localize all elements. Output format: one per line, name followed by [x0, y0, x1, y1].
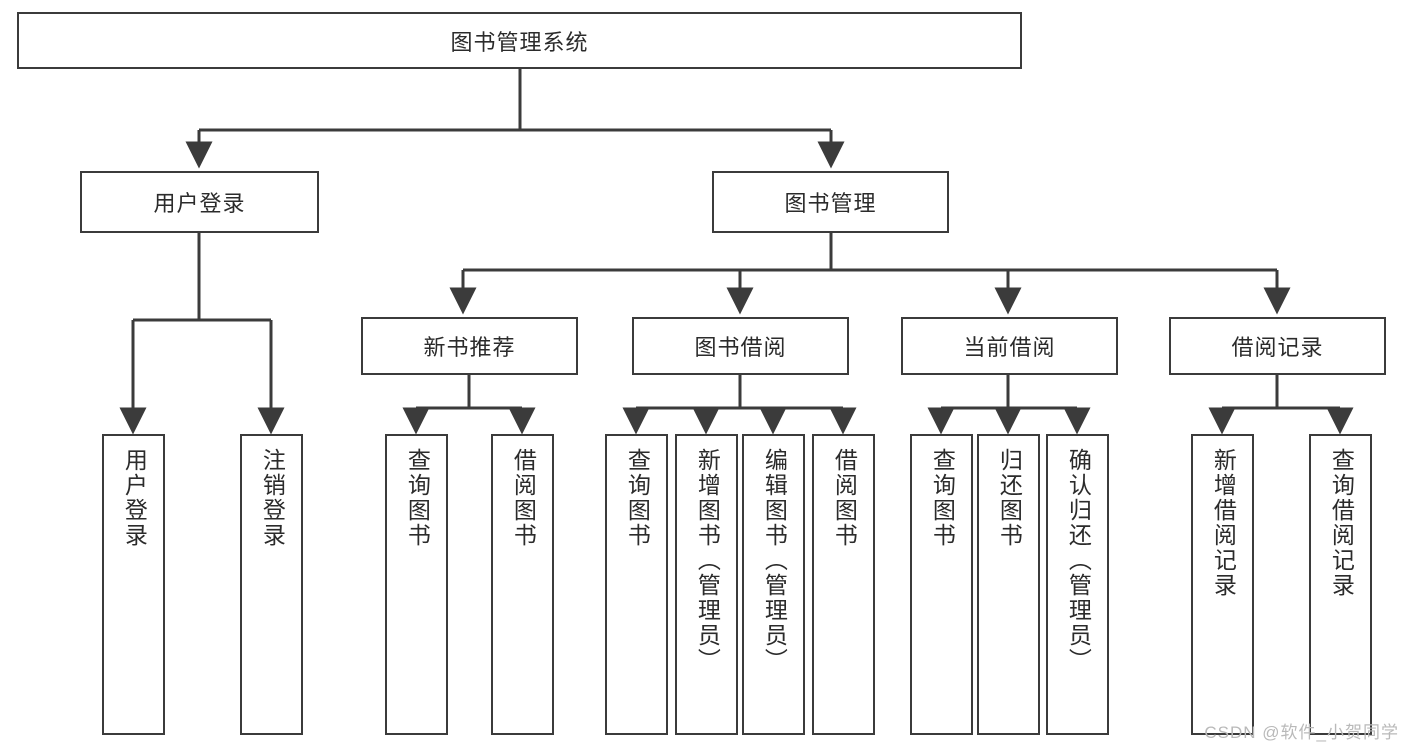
node-user-login-label: 用户登录: [153, 191, 246, 216]
node-leaf-add-record-label: 新增借阅记录: [1210, 448, 1237, 598]
node-new-book-recommend[interactable]: 新书推荐: [361, 317, 578, 375]
node-book-manage[interactable]: 图书管理: [712, 171, 949, 233]
node-leaf-user-login[interactable]: 用户登录: [102, 434, 165, 735]
node-current-borrow-label: 当前借阅: [963, 335, 1056, 360]
node-leaf-query-record[interactable]: 查询借阅记录: [1309, 434, 1372, 735]
node-leaf-add-book-label: 新增图书（管理员）: [694, 448, 721, 673]
node-user-login[interactable]: 用户登录: [80, 171, 319, 233]
node-leaf-return-book[interactable]: 归还图书: [977, 434, 1040, 735]
node-root[interactable]: 图书管理系统: [17, 12, 1022, 69]
node-leaf-query-book-1-label: 查询图书: [404, 448, 431, 548]
node-leaf-query-book-2[interactable]: 查询图书: [605, 434, 668, 735]
node-leaf-borrow-book-1-label: 借阅图书: [510, 448, 537, 548]
node-leaf-user-login-label: 用户登录: [121, 448, 148, 548]
node-leaf-query-book-3[interactable]: 查询图书: [910, 434, 973, 735]
node-book-manage-label: 图书管理: [784, 191, 877, 216]
node-leaf-query-book-2-label: 查询图书: [624, 448, 651, 548]
node-borrow-record-label: 借阅记录: [1231, 335, 1324, 360]
node-book-borrow[interactable]: 图书借阅: [632, 317, 849, 375]
node-leaf-edit-book[interactable]: 编辑图书（管理员）: [742, 434, 805, 735]
node-leaf-confirm-return[interactable]: 确认归还（管理员）: [1046, 434, 1109, 735]
node-leaf-logout-login[interactable]: 注销登录: [240, 434, 303, 735]
watermark-text: CSDN @软件_小贺同学: [1204, 723, 1399, 742]
node-leaf-edit-book-label: 编辑图书（管理员）: [761, 448, 788, 673]
node-leaf-confirm-return-label: 确认归还（管理员）: [1065, 448, 1092, 673]
node-leaf-borrow-book-2-label: 借阅图书: [831, 448, 858, 548]
node-leaf-return-book-label: 归还图书: [996, 448, 1023, 548]
node-root-label: 图书管理系统: [450, 29, 589, 55]
node-borrow-record[interactable]: 借阅记录: [1169, 317, 1386, 375]
node-leaf-query-record-label: 查询借阅记录: [1328, 448, 1355, 598]
node-book-borrow-label: 图书借阅: [694, 335, 787, 360]
node-new-book-recommend-label: 新书推荐: [423, 335, 516, 360]
node-leaf-borrow-book-2[interactable]: 借阅图书: [812, 434, 875, 735]
node-leaf-query-book-3-label: 查询图书: [929, 448, 956, 548]
node-leaf-add-record[interactable]: 新增借阅记录: [1191, 434, 1254, 735]
node-leaf-query-book-1[interactable]: 查询图书: [385, 434, 448, 735]
node-current-borrow[interactable]: 当前借阅: [901, 317, 1118, 375]
node-leaf-logout-login-label: 注销登录: [259, 448, 286, 548]
node-leaf-add-book[interactable]: 新增图书（管理员）: [675, 434, 738, 735]
node-leaf-borrow-book-1[interactable]: 借阅图书: [491, 434, 554, 735]
